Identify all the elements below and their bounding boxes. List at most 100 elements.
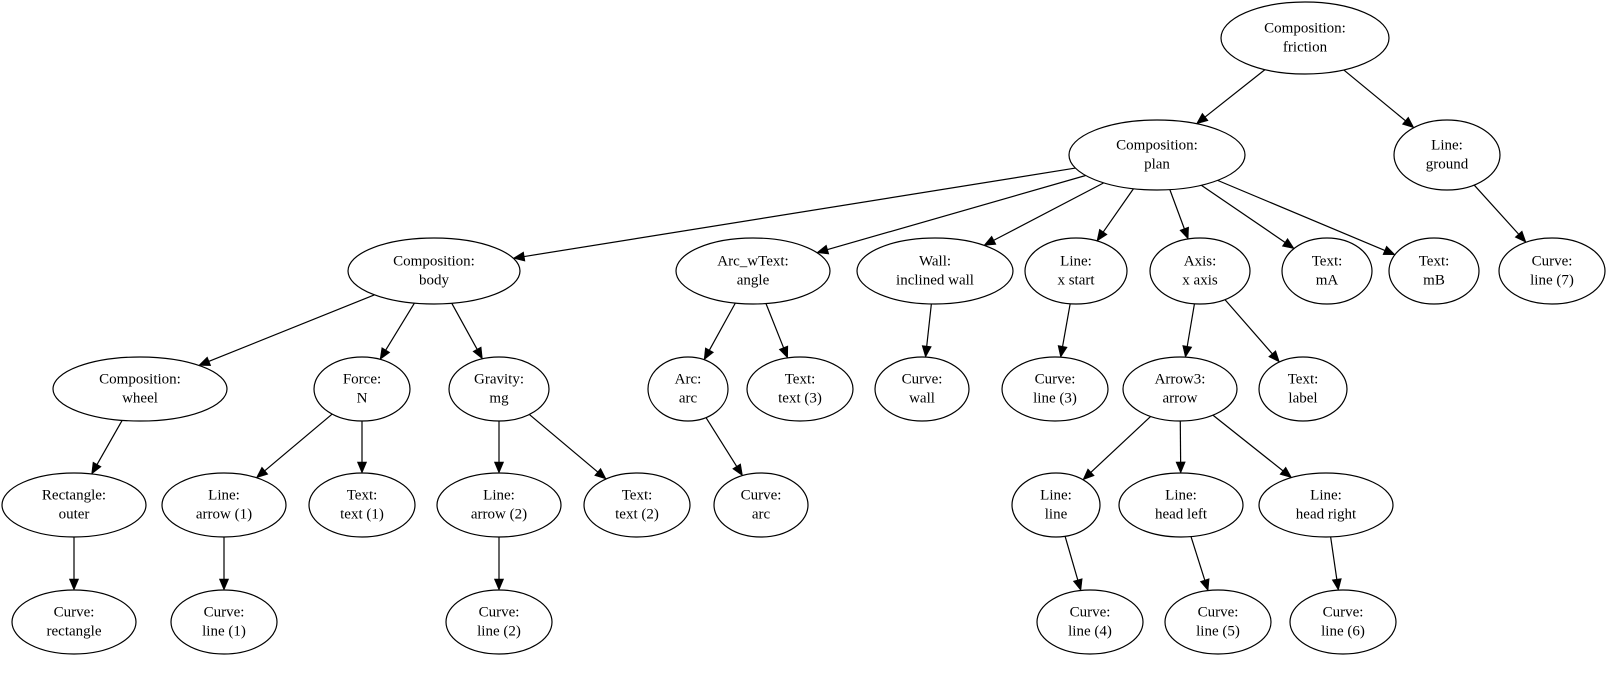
graph-node-headright[interactable]: Line:head right xyxy=(1258,472,1394,538)
graph-node-linepl[interactable]: Line:line xyxy=(1011,472,1101,538)
graph-node-wheel[interactable]: Composition:wheel xyxy=(52,356,228,422)
node-ellipse[interactable] xyxy=(1,472,147,538)
node-label-line1: Curve: xyxy=(741,487,782,503)
graph-node-label[interactable]: Text:label xyxy=(1258,356,1348,422)
graph-node-xstart[interactable]: Line: x start xyxy=(1024,237,1128,305)
node-ellipse[interactable] xyxy=(1258,356,1348,422)
node-ellipse[interactable] xyxy=(347,237,521,305)
edges-layer xyxy=(68,69,1527,592)
node-ellipse[interactable] xyxy=(436,472,562,538)
graph-node-body[interactable]: Composition:body xyxy=(347,237,521,305)
graph-node-arrow3[interactable]: Arrow3:arrow xyxy=(1122,356,1238,422)
node-label-line2: friction xyxy=(1283,39,1328,55)
graph-node-inclined[interactable]: Wall:inclined wall xyxy=(856,237,1014,305)
node-ellipse[interactable] xyxy=(313,356,411,422)
graph-node-mA[interactable]: Text:mA xyxy=(1281,237,1373,305)
graph-node-arrow2[interactable]: Line:arrow (2) xyxy=(436,472,562,538)
node-ellipse[interactable] xyxy=(1289,589,1397,655)
graph-node-forceN[interactable]: Force: N xyxy=(313,356,411,422)
node-ellipse[interactable] xyxy=(161,472,287,538)
graph-node-line3[interactable]: Curve:line (3) xyxy=(1001,356,1109,422)
graph-node-line7[interactable]: Curve:line (7) xyxy=(1498,237,1606,305)
node-label-line1: Curve: xyxy=(1035,371,1076,387)
graph-node-headleft[interactable]: Line:head left xyxy=(1118,472,1244,538)
node-ellipse[interactable] xyxy=(1281,237,1373,305)
graph-node-curvewall[interactable]: Curve:wall xyxy=(874,356,970,422)
graph-node-line1[interactable]: Curve:line (1) xyxy=(170,589,278,655)
graph-node-line6[interactable]: Curve:line (6) xyxy=(1289,589,1397,655)
graph-node-curverect[interactable]: Curve:rectangle xyxy=(11,589,137,655)
graph-node-plan[interactable]: Composition:plan xyxy=(1068,119,1246,191)
graph-edge-arrow2-to-line2 xyxy=(493,537,505,591)
node-ellipse[interactable] xyxy=(308,472,416,538)
graph-edge-friction-to-plan xyxy=(1195,69,1266,125)
node-ellipse[interactable] xyxy=(1498,237,1606,305)
node-label-line2: line (4) xyxy=(1068,623,1112,639)
node-label-line2: x start xyxy=(1057,272,1095,288)
node-ellipse[interactable] xyxy=(170,589,278,655)
graph-edge-arrow3-to-linepl xyxy=(1082,416,1152,481)
node-label-line1: Force: xyxy=(343,371,381,387)
arrowhead-icon xyxy=(1179,226,1189,240)
node-ellipse[interactable] xyxy=(1001,356,1109,422)
graph-node-friction[interactable]: Composition:friction xyxy=(1220,1,1390,75)
graph-edge-linepl-to-line4 xyxy=(1064,536,1083,592)
graph-node-arc[interactable]: Arc:arc xyxy=(647,356,729,422)
node-ellipse[interactable] xyxy=(583,472,691,538)
node-ellipse[interactable] xyxy=(11,589,137,655)
node-label-line2: label xyxy=(1288,390,1317,406)
node-ellipse[interactable] xyxy=(1149,237,1251,305)
node-ellipse[interactable] xyxy=(713,472,809,538)
edge-shaft xyxy=(1090,416,1152,473)
node-ellipse[interactable] xyxy=(856,237,1014,305)
graph-node-ground[interactable]: Line:ground xyxy=(1393,119,1501,191)
graph-node-line4[interactable]: Curve:line (4) xyxy=(1036,589,1144,655)
node-ellipse[interactable] xyxy=(1118,472,1244,538)
node-ellipse[interactable] xyxy=(874,356,970,422)
node-ellipse[interactable] xyxy=(1220,1,1390,75)
node-ellipse[interactable] xyxy=(1036,589,1144,655)
node-ellipse[interactable] xyxy=(675,237,831,305)
node-ellipse[interactable] xyxy=(1164,589,1272,655)
node-ellipse[interactable] xyxy=(746,356,854,422)
node-ellipse[interactable] xyxy=(1258,472,1394,538)
node-label-line2: line (6) xyxy=(1321,623,1365,639)
graph-edge-gravity-to-arrow2 xyxy=(493,421,505,474)
node-label-line1: Arc_wText: xyxy=(717,253,788,269)
graph-edge-arrow3-to-headleft xyxy=(1175,420,1186,474)
node-ellipse[interactable] xyxy=(1388,237,1480,305)
edge-shaft xyxy=(528,414,599,473)
graph-node-rectouter[interactable]: Rectangle:outer xyxy=(1,472,147,538)
node-label-line2: line (7) xyxy=(1530,272,1574,288)
node-label-line1: Line: xyxy=(1060,253,1092,269)
node-ellipse[interactable] xyxy=(448,356,550,422)
node-ellipse[interactable] xyxy=(52,356,228,422)
arrowhead-icon xyxy=(1514,230,1527,243)
node-ellipse[interactable] xyxy=(1393,119,1501,191)
node-ellipse[interactable] xyxy=(1068,119,1246,191)
node-label-line2: N xyxy=(357,390,368,406)
edge-shaft xyxy=(827,174,1086,251)
graph-node-text2[interactable]: Text:text (2) xyxy=(583,472,691,538)
graph-node-curvearc[interactable]: Curve:arc xyxy=(713,472,809,538)
node-label-line2: wall xyxy=(909,390,935,406)
graph-node-line2[interactable]: Curve:line (2) xyxy=(445,589,553,655)
graph-node-arrow1[interactable]: Line:arrow (1) xyxy=(161,472,287,538)
graph-node-text3[interactable]: Text:text (3) xyxy=(746,356,854,422)
graph-node-text1[interactable]: Text:text (1) xyxy=(308,472,416,538)
node-ellipse[interactable] xyxy=(1024,237,1128,305)
node-ellipse[interactable] xyxy=(1122,356,1238,422)
node-label-line2: text (2) xyxy=(615,506,659,522)
graph-node-angle[interactable]: Arc_wText:angle xyxy=(675,237,831,305)
node-ellipse[interactable] xyxy=(1011,472,1101,538)
graph-node-gravity[interactable]: Gravity:mg xyxy=(448,356,550,422)
graph-node-mB[interactable]: Text:mB xyxy=(1388,237,1480,305)
arrowhead-icon xyxy=(493,461,505,474)
node-ellipse[interactable] xyxy=(445,589,553,655)
graph-node-line5[interactable]: Curve:line (5) xyxy=(1164,589,1272,655)
graph-node-xaxis[interactable]: Axis:x axis xyxy=(1149,237,1251,305)
graph-edge-plan-to-xstart xyxy=(1096,188,1134,242)
arrowhead-icon xyxy=(198,356,212,366)
node-label-line1: Composition: xyxy=(393,253,475,269)
node-ellipse[interactable] xyxy=(647,356,729,422)
